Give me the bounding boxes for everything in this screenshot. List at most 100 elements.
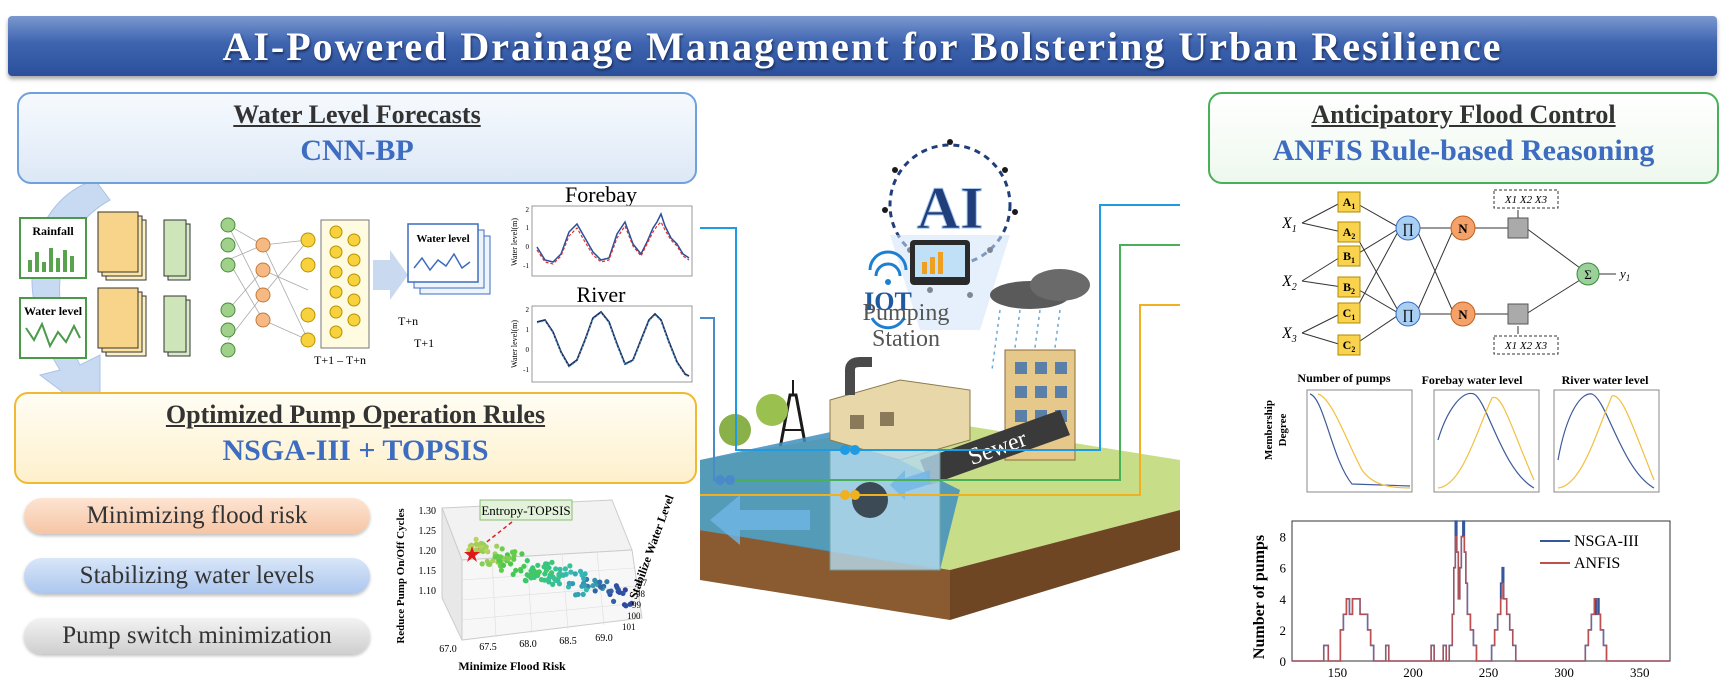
membership-ylabel-1: Membership — [1263, 400, 1275, 460]
control-method: ANFIS Rule-based Reasoning — [1272, 134, 1655, 167]
pareto-point — [580, 591, 586, 597]
forebay-observed-line — [536, 212, 690, 263]
ai-label: AI — [917, 175, 984, 241]
water-level-input-label: Water level — [24, 304, 83, 318]
pareto-xtick-3: 68.5 — [559, 636, 577, 647]
pareto-point — [581, 576, 587, 582]
optimization-method: NSGA-III + TOPSIS — [222, 434, 489, 467]
pareto-point — [518, 568, 524, 574]
pareto-ztick-1: 1.25 — [419, 526, 437, 537]
pumping-station-scene: AI IOT Pumping Station — [700, 139, 1180, 620]
topsis-label: Entropy-TOPSIS — [481, 503, 570, 518]
pump-chart-xtick: 250 — [1479, 665, 1499, 680]
pareto-point — [473, 541, 479, 547]
legend-label-nsga: NSGA-III — [1574, 533, 1639, 550]
forebay-ylabel: Water level(m) — [510, 218, 519, 266]
pareto-point — [614, 585, 620, 591]
pareto-xtick-0: 67.0 — [439, 644, 457, 655]
conv-feature-maps — [97, 211, 191, 357]
consequent-node-2 — [1507, 303, 1529, 325]
forecast-mini-plots: Forebay Water level(m) 2 1 0 -1 River Wa… — [510, 182, 693, 383]
horizon-label-2: T+n — [398, 314, 418, 328]
pareto-point — [582, 571, 588, 577]
pump-chart-xtick: 200 — [1403, 665, 1423, 680]
mf-c2: C2 — [1343, 338, 1356, 354]
pareto-ztick-3: 1.15 — [419, 566, 437, 577]
pareto-point — [508, 561, 514, 567]
pareto-point — [497, 554, 503, 560]
pump-chart-ytick: 2 — [1280, 623, 1287, 638]
pareto-point — [553, 577, 559, 583]
water-level-forecasts-box: Water Level Forecasts CNN-BP — [17, 92, 697, 184]
pareto-point — [570, 581, 576, 587]
pareto-point — [479, 561, 485, 567]
mf-curve-forebay-high — [1437, 396, 1535, 489]
pareto-point — [524, 558, 530, 564]
pareto-point — [494, 543, 500, 549]
ground-soil-side — [950, 510, 1180, 620]
anfis-mf-nodes: A1 A2 B1 B2 C1 C2 — [1337, 191, 1361, 356]
pareto-point — [572, 571, 578, 577]
pareto-point — [562, 566, 568, 572]
pareto-point — [538, 577, 545, 583]
pareto-xtick-1: 67.5 — [479, 642, 497, 653]
pareto-point — [510, 571, 516, 577]
pareto-point — [583, 587, 589, 593]
station-label-2: Station — [872, 326, 940, 352]
pareto-point — [577, 568, 584, 574]
pareto-ytick-2: 99 — [632, 600, 642, 610]
anfis-network: X1 X2 X3 A1 A2 B1 B2 C1 C2 ∏ ∏ N — [1282, 189, 1630, 356]
main-title: AI-Powered Drainage Management for Bolst… — [222, 23, 1503, 69]
anfis-edges — [1301, 201, 1616, 346]
optimization-heading: Optimized Pump Operation Rules — [165, 400, 546, 429]
monitor-icon — [910, 240, 970, 285]
pareto-ytick-1: 100 — [627, 611, 641, 621]
mf-c1: C1 — [1343, 306, 1356, 322]
river-ytick-1: 1 — [526, 326, 530, 334]
pareto-point — [546, 575, 552, 581]
pareto-ytick-0: 101 — [622, 622, 636, 632]
membership-ylabel-2: Degree — [1277, 413, 1289, 446]
arrow-icon — [373, 250, 408, 300]
pareto-point — [557, 566, 563, 572]
forebay-forecast-line — [536, 220, 690, 265]
anfis-input-x3: X3 — [1282, 325, 1297, 345]
pareto-xlabel: Minimize Flood Risk — [458, 659, 566, 673]
forecast-heading: Water Level Forecasts — [233, 100, 481, 129]
rainfall-bars-icon — [28, 248, 74, 272]
pareto-point — [575, 591, 581, 597]
output-label: Water level — [416, 233, 469, 245]
mf-a1: A1 — [1343, 195, 1356, 211]
anfis-output: y1 — [1618, 266, 1630, 283]
anfis-input-x1: X1 — [1282, 215, 1297, 235]
pareto-point — [522, 577, 528, 583]
pareto-point — [590, 583, 596, 589]
pareto-point — [568, 569, 574, 575]
pump-chart-xtick: 350 — [1630, 665, 1650, 680]
pump-chart-series — [1292, 520, 1670, 662]
rainfall-input-panel: Rainfall — [19, 217, 87, 279]
flood-control-box: Anticipatory Flood Control ANFIS Rule-ba… — [1208, 92, 1719, 184]
pareto-point — [490, 558, 496, 564]
pump-series-anfis — [1292, 535, 1670, 662]
ground-soil — [700, 530, 950, 620]
product-node-1: ∏ — [1402, 222, 1414, 237]
pareto-point — [487, 561, 493, 567]
pareto-point — [611, 598, 617, 604]
mf-curve-pumps-low — [1309, 393, 1411, 487]
mf-curve-forebay-low — [1437, 392, 1535, 489]
pareto-point — [528, 568, 534, 574]
rainfall-label: Rainfall — [32, 224, 74, 238]
forebay-ytick-1: 1 — [526, 224, 530, 232]
pareto-ytick-4: 97 — [638, 578, 648, 588]
iot-label: IOT — [864, 287, 912, 316]
anfis-inputs: X1 X2 X3 — [1282, 215, 1297, 345]
consequent-params-top: X1 X2 X3 — [1504, 194, 1548, 206]
pump-chart-xtick: 150 — [1328, 665, 1348, 680]
mf-a2: A2 — [1343, 225, 1356, 241]
pareto-point — [528, 572, 534, 578]
anfis-product-nodes: ∏ ∏ — [1395, 215, 1421, 327]
title-banner: AI-Powered Drainage Management for Bolst… — [8, 16, 1717, 76]
connector-dots — [715, 445, 860, 500]
pareto-point — [623, 603, 629, 609]
